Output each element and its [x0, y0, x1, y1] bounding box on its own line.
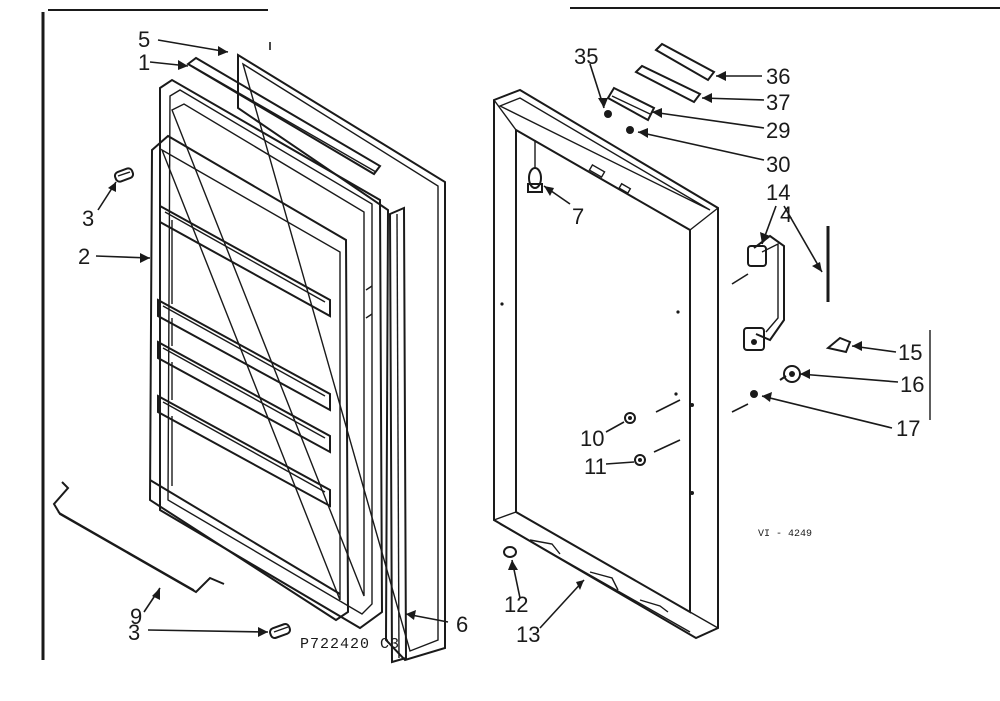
part-35-screw [604, 110, 612, 118]
part-3-screw-upper [113, 167, 135, 183]
part-36-strip [654, 42, 716, 82]
part-14-handle [743, 234, 785, 351]
callout-labels: 5 1 2 3 3 9 6 P722420 C3 35 7 36 37 29 3… [78, 27, 924, 653]
callout-12: 12 [504, 592, 528, 617]
callout-11: 11 [584, 454, 607, 479]
callout-36: 36 [766, 64, 790, 89]
callout-14: 14 [766, 180, 790, 205]
part-13-outer-door [493, 88, 719, 640]
callout-37: 37 [766, 90, 790, 115]
part-5-back-panel [237, 53, 446, 662]
part-3-screw-lower [269, 623, 291, 639]
part-29-plate [606, 86, 656, 122]
callout-3-upper: 3 [82, 206, 94, 231]
part-16-bushing [779, 365, 801, 383]
part-30-screw [626, 126, 634, 134]
callout-15: 15 [898, 340, 922, 365]
part-17-screw [750, 390, 758, 398]
callout-1: 1 [138, 50, 150, 75]
callout-7: 7 [572, 204, 584, 229]
part-2-door-liner [148, 78, 384, 630]
callout-16: 16 [900, 372, 924, 397]
callout-17: 17 [896, 416, 920, 441]
part-15-cap [825, 336, 852, 354]
part-11-screw [634, 454, 646, 466]
callout-13: 13 [516, 622, 540, 647]
part-12-plug [503, 546, 517, 558]
part-37-strip [634, 64, 702, 104]
callout-35: 35 [574, 44, 598, 69]
part-9-wire-rod [52, 481, 225, 594]
callout-3-lower: 3 [128, 620, 140, 645]
callout-29: 29 [766, 118, 790, 143]
callout-5: 5 [138, 27, 150, 52]
drawing-number: P722420 C3 [300, 636, 400, 653]
border-lines [41, 7, 1000, 660]
callout-6: 6 [456, 612, 468, 637]
part-1-strip [186, 56, 382, 176]
callout-10: 10 [580, 426, 604, 451]
callout-30: 30 [766, 152, 790, 177]
callout-2: 2 [78, 244, 90, 269]
part-10-screw [624, 412, 636, 424]
figure-code: VI - 4249 [758, 529, 812, 540]
part-6-gasket [388, 206, 408, 664]
part-7-bumper [527, 140, 543, 193]
callout-4: 4 [780, 202, 792, 227]
callout-9: 9 [130, 604, 142, 629]
arrowheads [108, 46, 862, 637]
